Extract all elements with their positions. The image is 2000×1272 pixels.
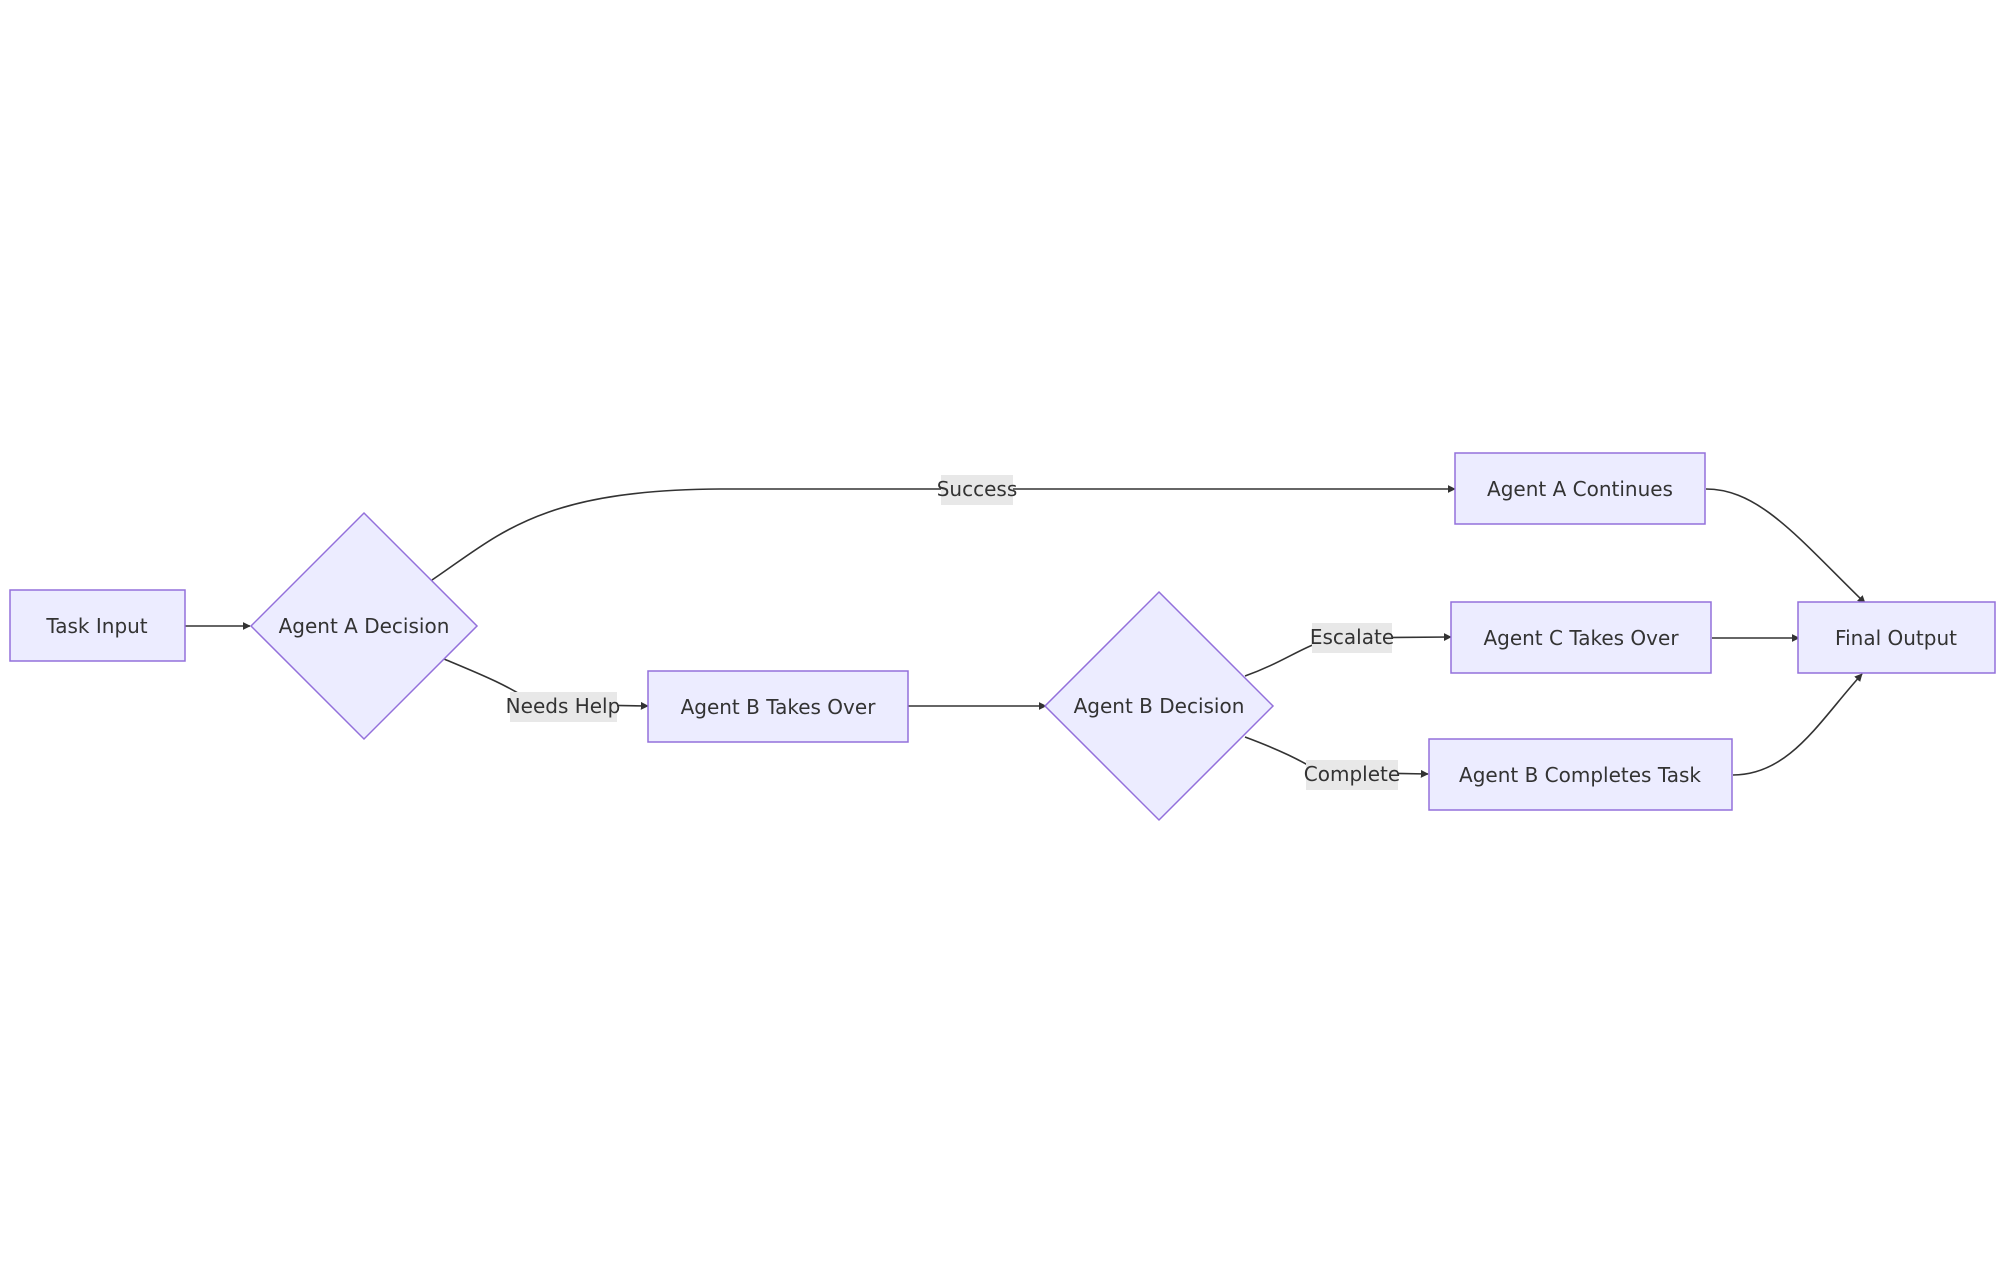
nodes: Task Input Agent A Decision Agent A Cont… [9,452,1996,822]
edge-label-complete-text: Complete [1304,762,1400,786]
edge-labels: Success Needs Help Escalate Complete [506,475,1400,790]
edges [185,485,1866,778]
edge-label-needs-help: Needs Help [506,692,621,722]
edge-agent-a-success [431,485,1456,581]
node-task-input: Task Input [9,589,186,662]
node-agent-b-decision: Agent B Decision [1043,590,1275,822]
node-agent-b-completes-task-label: Agent B Completes Task [1459,763,1701,787]
node-task-input-label: Task Input [45,614,147,638]
node-agent-a-continues-label: Agent A Continues [1487,477,1673,501]
edge-label-needs-help-text: Needs Help [506,694,621,718]
edge-label-success-text: Success [937,477,1018,501]
edge-label-success: Success [937,475,1018,505]
node-agent-a-continues: Agent A Continues [1454,452,1706,525]
node-agent-b-takes-over-label: Agent B Takes Over [681,695,877,719]
node-agent-c-takes-over-label: Agent C Takes Over [1483,626,1679,650]
edge-label-complete: Complete [1304,760,1400,790]
edge-label-escalate: Escalate [1310,623,1394,653]
node-final-output-label: Final Output [1835,626,1957,650]
edge-b-completes-to-final [1732,673,1863,776]
edge-label-escalate-text: Escalate [1310,625,1394,649]
edge-a-continues-to-final [1705,488,1866,604]
node-agent-b-completes-task: Agent B Completes Task [1428,738,1733,811]
node-agent-c-takes-over: Agent C Takes Over [1450,601,1712,674]
node-agent-a-decision-label: Agent A Decision [279,614,450,638]
node-agent-b-decision-label: Agent B Decision [1074,694,1245,718]
node-agent-a-decision: Agent A Decision [249,511,479,741]
node-agent-b-takes-over: Agent B Takes Over [647,670,909,743]
node-final-output: Final Output [1797,601,1996,674]
